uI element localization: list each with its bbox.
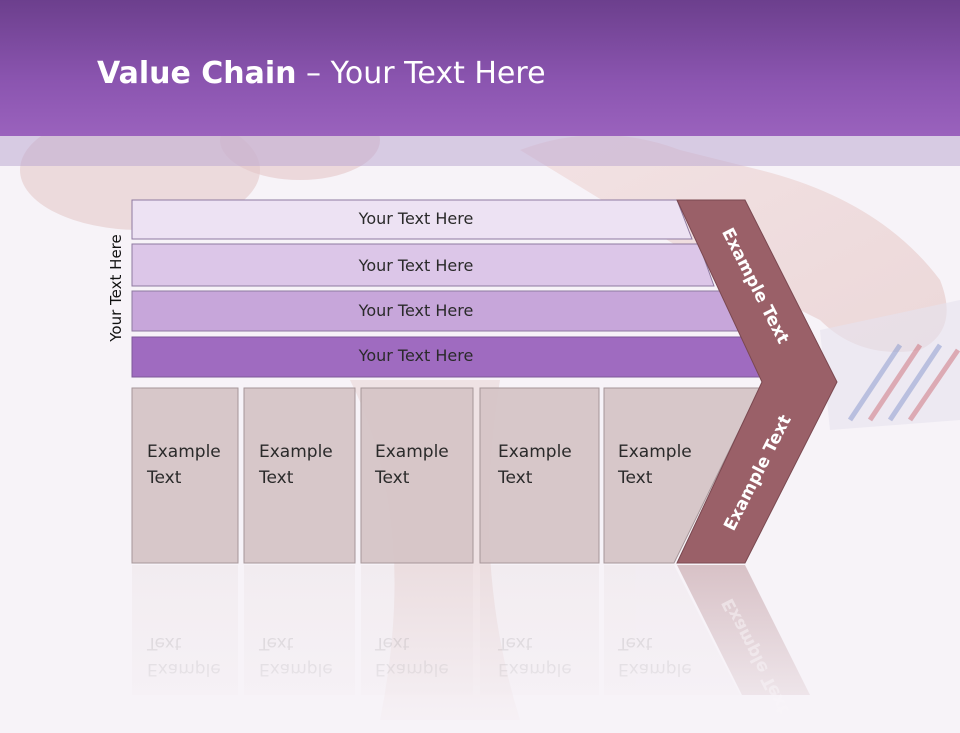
box-4-shape <box>479 387 600 564</box>
header-bar <box>0 0 960 136</box>
bar-1-label: Your Text Here <box>358 209 474 228</box>
box-3-shape <box>360 387 474 564</box>
bar-2-label: Your Text Here <box>358 256 474 275</box>
bar-2-shape <box>131 243 715 287</box>
box-2-shape <box>243 387 356 564</box>
slide-title: Value Chain – Your Text Here <box>97 54 546 94</box>
title-bold: Value Chain <box>97 56 297 91</box>
bar-3-label: Your Text Here <box>358 301 474 320</box>
bar-4-label: Your Text Here <box>358 346 474 365</box>
title-rest: – Your Text Here <box>296 56 546 91</box>
box-1-shape <box>131 387 239 564</box>
bar-1-shape <box>131 199 693 240</box>
header-band <box>0 136 960 166</box>
